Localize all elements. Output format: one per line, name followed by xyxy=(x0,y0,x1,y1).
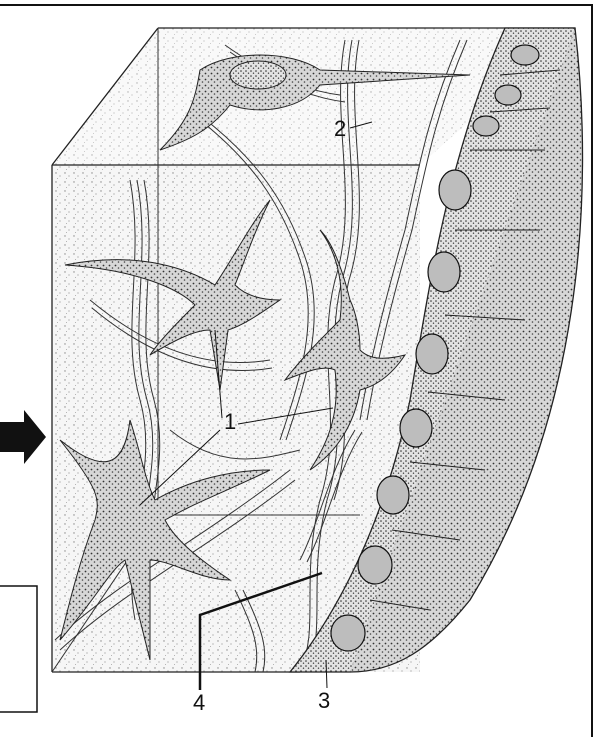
label-2: 2 xyxy=(334,116,346,141)
label-3: 3 xyxy=(318,688,330,713)
label-4: 4 xyxy=(193,690,205,715)
arrow-icon xyxy=(0,410,46,464)
inset-box xyxy=(0,586,37,712)
label-1: 1 xyxy=(224,409,236,434)
